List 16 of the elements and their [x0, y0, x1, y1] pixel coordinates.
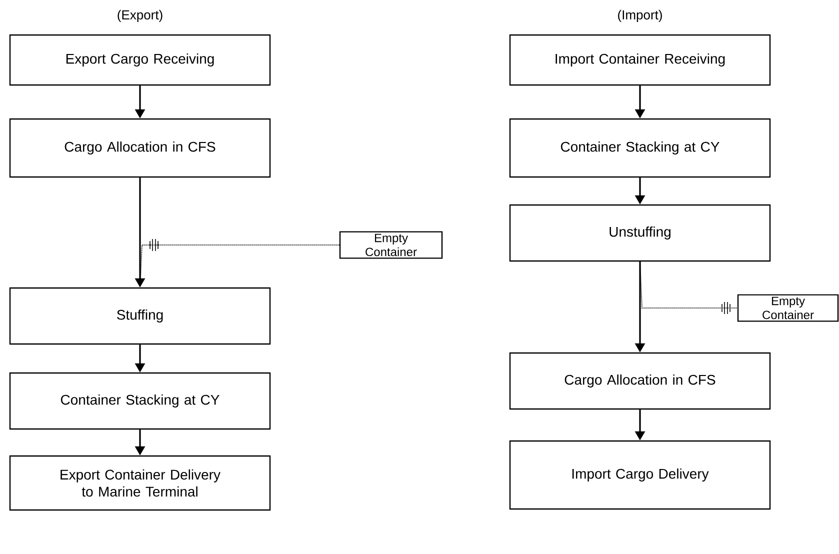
process-box: Import Container Receiving [509, 34, 771, 86]
process-box: Export Container Delivery to Marine Terminal [9, 455, 271, 511]
heading: (Export) [118, 10, 162, 22]
process-box: Stuffing [9, 287, 271, 345]
process-box: Container Stacking at CY [9, 372, 271, 430]
dotted-line [640, 261, 738, 308]
process-box: Unstuffing [509, 204, 771, 262]
process-box: Import Cargo Delivery [509, 440, 771, 510]
process-box: Cargo Allocation in CFS [509, 352, 771, 410]
process-box: Container Stacking at CY [509, 118, 771, 178]
material-box: Empty Container [737, 294, 839, 322]
material-box: Empty Container [339, 231, 443, 259]
heading: (Import) [618, 10, 662, 22]
process-box: Cargo Allocation in CFS [9, 118, 271, 178]
process-box: Export Cargo Receiving [9, 34, 271, 86]
dotted-line [140, 244, 340, 288]
